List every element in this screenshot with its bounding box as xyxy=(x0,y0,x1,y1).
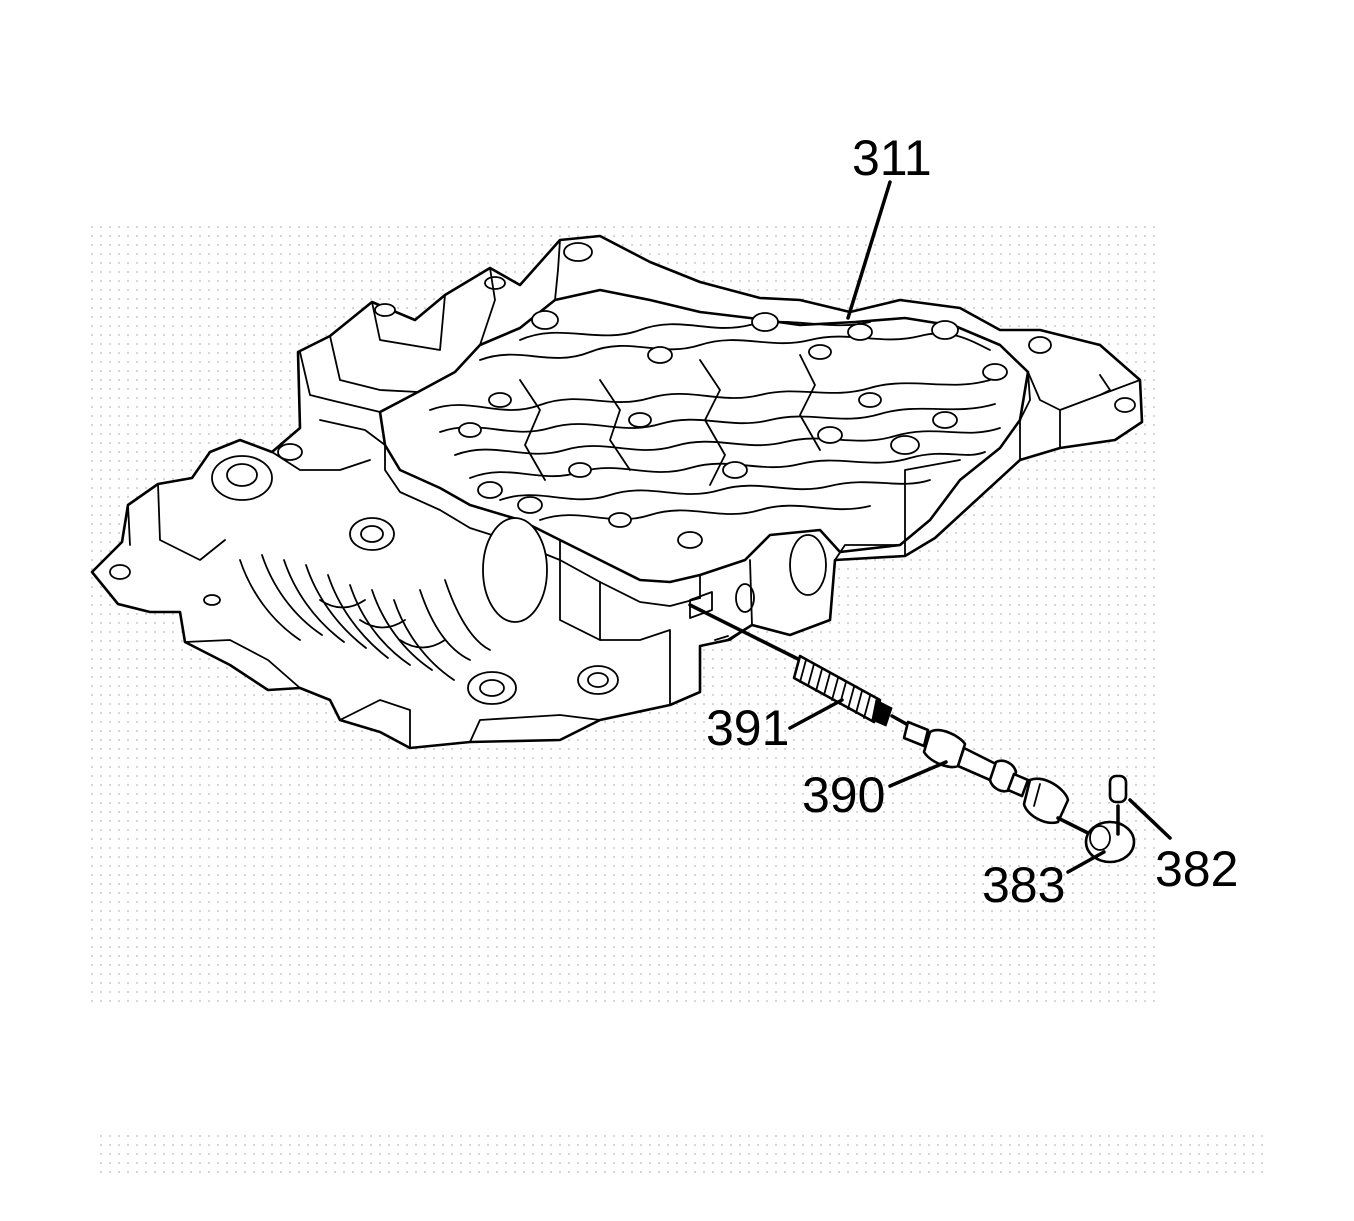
bore-bosses xyxy=(109,443,827,705)
leader-391 xyxy=(788,698,844,730)
valve-body-311 xyxy=(90,234,1144,750)
leader-311 xyxy=(846,180,892,320)
leader-383 xyxy=(1066,850,1106,874)
leader-382 xyxy=(1128,798,1172,840)
spring-391 xyxy=(792,654,893,727)
valve-bore-ribs xyxy=(239,554,491,681)
assembly-axis-line xyxy=(688,603,802,662)
port-holes xyxy=(374,242,1136,549)
callout-311: 311 xyxy=(852,130,932,186)
plug-383 xyxy=(1084,820,1136,864)
callout-390: 390 xyxy=(802,767,885,823)
leader-390 xyxy=(888,760,948,788)
callout-383: 383 xyxy=(982,857,1065,913)
retainer-pin-382 xyxy=(1108,774,1128,836)
callout-382: 382 xyxy=(1155,841,1238,897)
casting-edges xyxy=(127,239,1141,749)
callout-391: 391 xyxy=(706,700,789,756)
valve-spool-390 xyxy=(902,720,1070,825)
